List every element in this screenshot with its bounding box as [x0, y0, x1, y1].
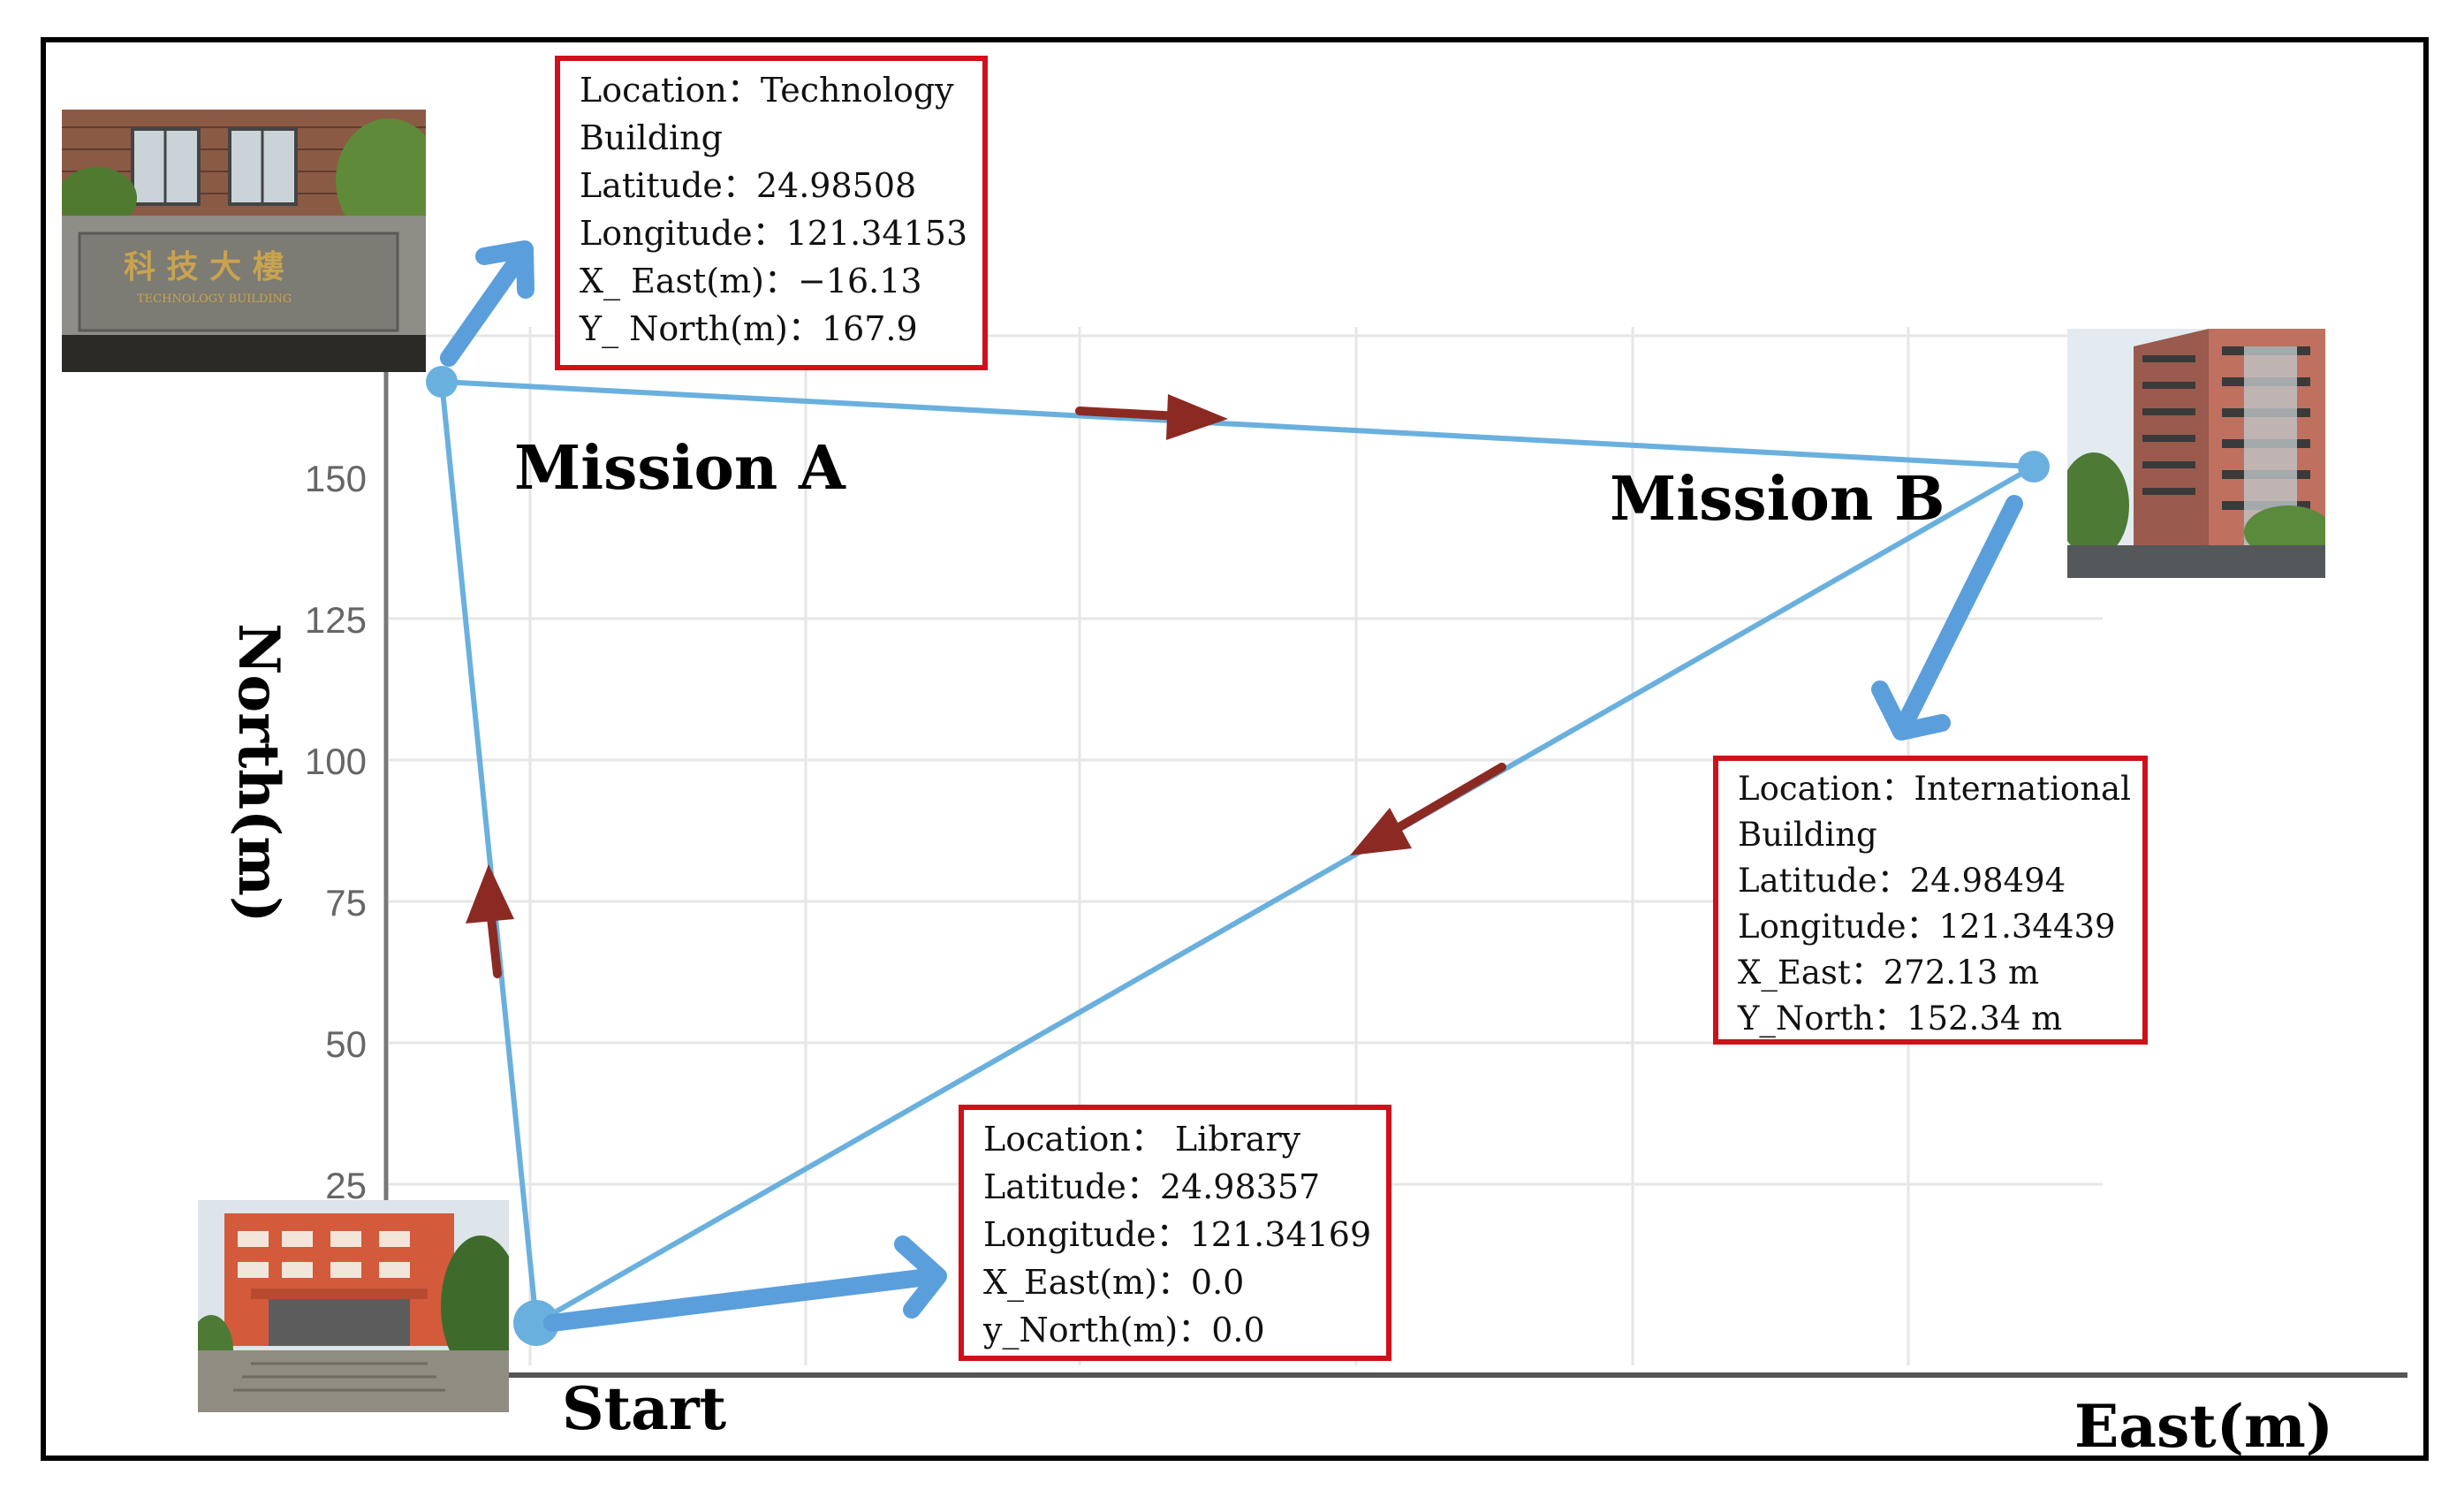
info-line: Longitude：121.34439 [1738, 908, 2116, 946]
y-tick-label: 25 [325, 1165, 367, 1206]
info-line: X_East：272.13 m [1738, 954, 2040, 992]
info-line: Y_ North(m)：167.9 [580, 309, 918, 348]
info-line: Location：International [1738, 770, 2131, 808]
direction-arrow-a-to-b [1075, 394, 1228, 440]
y-tick-label: 125 [304, 599, 367, 641]
info-line: Latitude：24.98508 [580, 166, 917, 205]
y-tick-label: 150 [304, 458, 367, 499]
callout-arrow-mission-a [440, 240, 534, 367]
library-illustration [198, 1200, 509, 1412]
callout-arrow-start [543, 1235, 947, 1332]
info-box-start: Location： Library Latitude：24.98357 Long… [959, 1105, 1391, 1361]
info-line: Longitude：121.34169 [983, 1215, 1372, 1254]
y-tick-label: 50 [325, 1023, 367, 1065]
info-line: Longitude：121.34153 [580, 214, 968, 253]
info-line: Building [580, 118, 723, 157]
technology-building-illustration: 科 技 大 樓 TECHNOLOGY BUILDING [62, 110, 426, 372]
route-path [439, 379, 2036, 1326]
x-axis-title: East(m) [2074, 1392, 2334, 1461]
route-segment-a-to-b [441, 379, 2035, 469]
route-segment-start-to-a [439, 381, 539, 1324]
mission-b-label: Mission B [1610, 464, 1945, 535]
international-building-illustration [2067, 329, 2325, 578]
info-line: Location：Technology [580, 71, 954, 110]
y-tick-label: 100 [304, 741, 367, 782]
technology-building-photo: 科 技 大 樓 TECHNOLOGY BUILDING [62, 110, 426, 372]
mission-a-label: Mission A [514, 433, 845, 504]
photo-sign-text: 科 技 大 樓 [124, 248, 284, 285]
info-line: X_ East(m)：−16.13 [580, 262, 922, 300]
waypoint-marker-start [513, 1300, 559, 1346]
info-line: X_East(m)：0.0 [983, 1263, 1245, 1302]
international-building-photo [2067, 329, 2325, 578]
route-segment-b-to-start [534, 464, 2036, 1326]
info-box-mission-a: Location：Technology Building Latitude：24… [555, 56, 988, 370]
waypoint-marker-mission-a [426, 366, 458, 398]
y-tick-label: 75 [325, 882, 367, 924]
start-label: Start [562, 1374, 727, 1443]
figure-frame [41, 37, 2429, 1461]
info-line: Latitude：24.98357 [983, 1167, 1321, 1206]
callout-arrow-mission-b [1871, 495, 2023, 741]
library-photo [198, 1200, 509, 1412]
waypoint-marker-mission-b [2018, 451, 2050, 483]
info-line: Building [1738, 816, 1877, 854]
info-line: y_North(m)：0.0 [983, 1311, 1265, 1349]
photo-sign-subtext: TECHNOLOGY BUILDING [137, 293, 292, 306]
y-axis-title: North(m) [225, 623, 292, 924]
direction-arrow-b-to-start [1350, 763, 1506, 855]
direction-arrow-start-to-a [466, 864, 514, 978]
info-line: Y_North：152.34 m [1738, 1000, 2063, 1038]
info-box-mission-b: Location：International Building Latitude… [1713, 756, 2148, 1045]
info-line: Location： Library [983, 1120, 1301, 1159]
info-line: Latitude：24.98494 [1738, 862, 2066, 900]
